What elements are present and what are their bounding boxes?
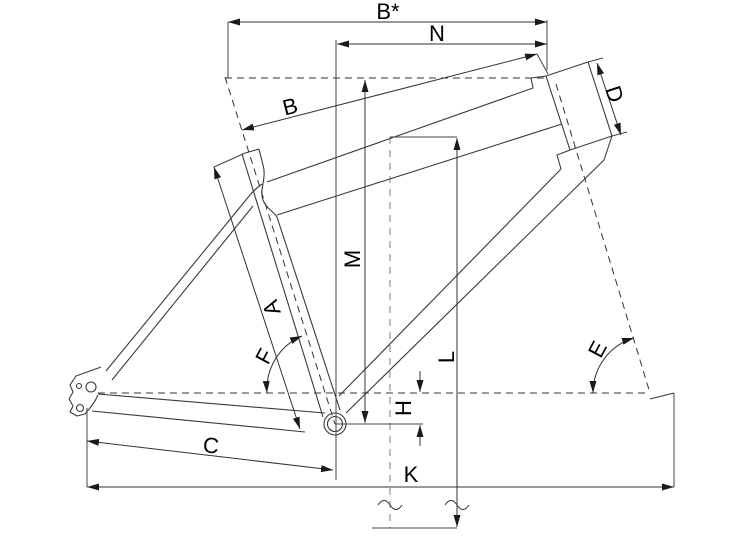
seat-stay [105, 183, 263, 381]
label-a: A [257, 297, 285, 319]
seat-tube [241, 148, 341, 418]
label-d: D [600, 83, 629, 106]
e-angle-arc [589, 337, 635, 394]
dimension-labels: B* N B D A M L H F E C K [202, 0, 629, 487]
bike-frame [68, 61, 675, 436]
label-c: C [202, 432, 221, 459]
break-mark-left [377, 500, 403, 510]
label-k: K [404, 462, 419, 487]
label-e: E [583, 337, 612, 362]
head-tube-bottom-step-left [556, 149, 571, 170]
head-tube-bottom-step-right [603, 135, 613, 161]
top-tube [266, 75, 563, 216]
steering-axis [555, 83, 651, 394]
b-dimension-line [241, 53, 538, 131]
label-b-star: B* [376, 0, 400, 24]
d-dimension-line [596, 62, 622, 136]
label-h: H [391, 400, 416, 416]
label-b: B [280, 93, 300, 121]
rear-dropout [68, 366, 102, 417]
label-m: M [340, 250, 365, 268]
dimensions [86, 18, 674, 527]
f-angle-arc [262, 335, 303, 394]
front-axle-marker [649, 392, 675, 400]
break-marks [377, 500, 470, 510]
label-f: F [250, 344, 278, 368]
a-dimension-line [213, 166, 301, 430]
break-mark-right [444, 500, 470, 510]
label-l: L [434, 351, 459, 363]
label-n: N [429, 21, 445, 46]
down-tube [338, 159, 605, 414]
rear-axle [85, 381, 97, 393]
c-dimension-line [86, 438, 334, 473]
